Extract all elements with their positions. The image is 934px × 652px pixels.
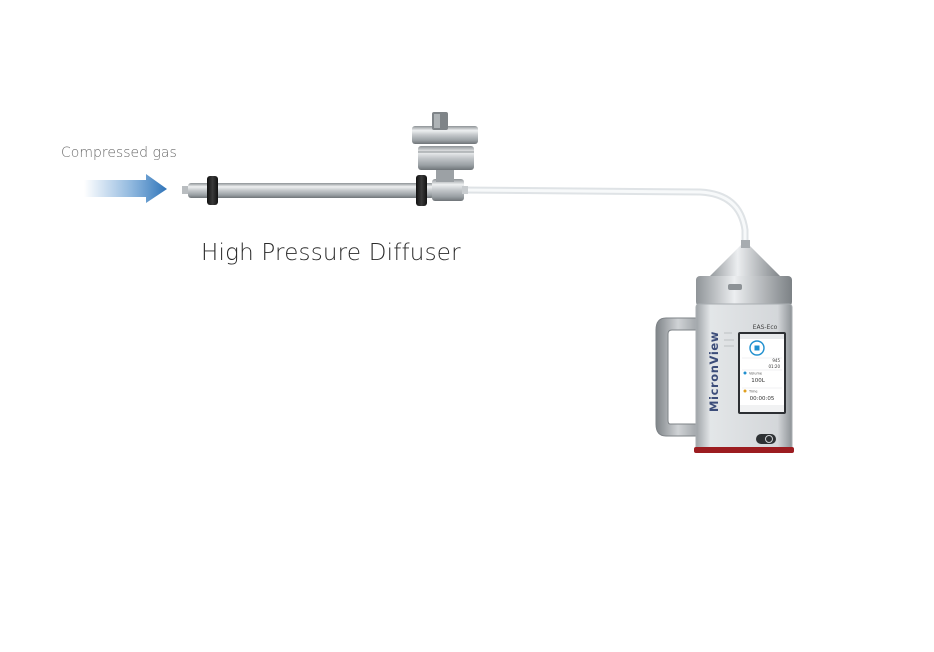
screen-volume-label: Volume	[749, 372, 762, 376]
sample-tube	[458, 186, 749, 252]
clamp-ring-left	[207, 176, 218, 205]
screen-reading-1: 945	[772, 358, 780, 363]
gas-flow-arrow-icon	[84, 174, 167, 203]
high-pressure-diffuser	[182, 112, 478, 206]
counter-screen	[740, 334, 784, 412]
device-title: High Pressure Diffuser	[201, 240, 461, 266]
brand-logo: MicronView	[707, 331, 721, 412]
screen-time-label: Time	[748, 390, 758, 394]
counter-handle	[655, 317, 701, 437]
screen-reading-2: 01:20	[768, 364, 780, 369]
counter-model: EAS-Eco	[753, 324, 778, 331]
isokinetic-probe	[708, 244, 782, 278]
clamp-ring-right	[416, 175, 427, 206]
particle-counter: EAS-Eco 945 01:20 Volume 100L Time 00:00…	[655, 240, 794, 453]
screen-time-value: 00:00:05	[750, 396, 775, 402]
inlet-label: Compressed gas	[61, 145, 177, 161]
screen-volume-value: 100L	[751, 378, 765, 384]
